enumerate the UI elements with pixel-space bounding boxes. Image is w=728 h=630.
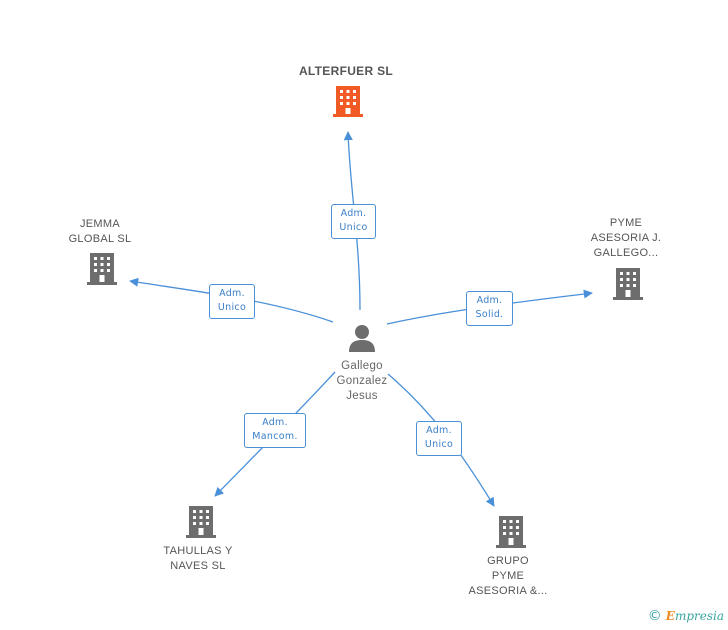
pyme-asesoria-label[interactable]: PYME ASESORIA J. GALLEGO...	[590, 217, 662, 259]
jemma-label[interactable]: JEMMA GLOBAL SL	[68, 218, 132, 245]
edge-label-tahullas: Adm. Mancom.	[244, 413, 306, 448]
tahullas-building-icon[interactable]	[186, 506, 216, 538]
person-icon[interactable]	[349, 325, 375, 352]
edge-label-alterfuer: Adm. Unico	[331, 204, 376, 239]
jemma-building-icon[interactable]	[87, 253, 117, 285]
pyme-asesoria-building-icon[interactable]	[613, 268, 643, 300]
alterfuer-building-icon[interactable]	[333, 86, 363, 117]
grupo-pyme-building-icon[interactable]	[496, 516, 526, 548]
empresia-footer[interactable]: © Empresia	[648, 608, 724, 624]
person-label[interactable]: Gallego Gonzalez Jesus	[336, 360, 388, 402]
tahullas-label[interactable]: TAHULLAS Y NAVES SL	[163, 545, 233, 572]
edge-label-jemma: Adm. Unico	[209, 284, 255, 319]
edge-label-pyme-asesoria: Adm. Solid.	[466, 291, 513, 326]
copyright-icon: ©	[647, 608, 662, 624]
edge-label-grupo-pyme: Adm. Unico	[416, 421, 462, 456]
grupo-pyme-label[interactable]: GRUPO PYME ASESORIA &...	[468, 555, 548, 597]
alterfuer-label[interactable]: ALTERFUER SL	[298, 64, 394, 78]
empresia-logo[interactable]: Empresia	[665, 609, 724, 623]
